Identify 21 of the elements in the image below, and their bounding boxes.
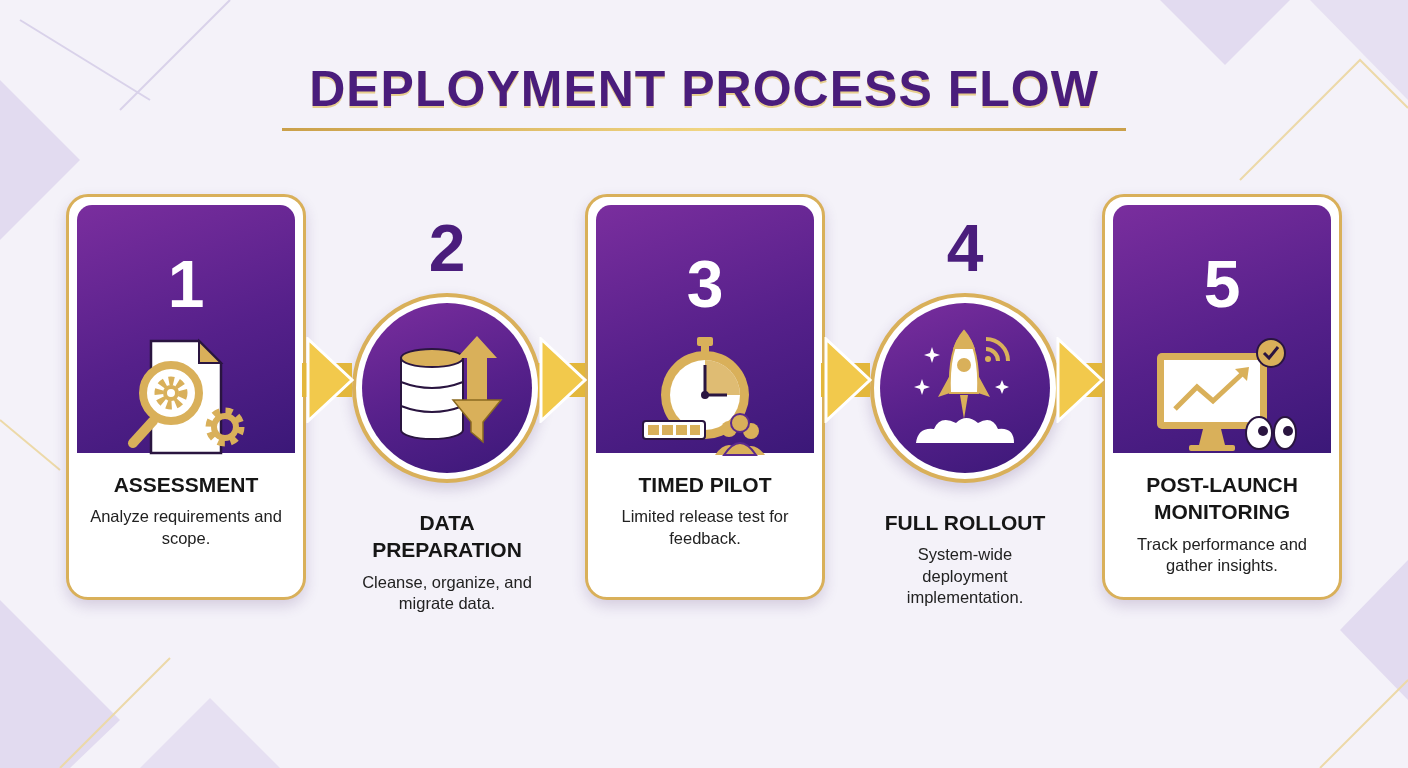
step-number: 2 xyxy=(428,215,466,281)
step-title: DATA PREPARATION xyxy=(371,510,523,564)
diagram-title: DEPLOYMENT PROCESS FLOW xyxy=(308,62,1100,117)
step-title: TIMED PILOT xyxy=(637,472,773,498)
step-number: 4 xyxy=(946,215,984,281)
step-title: ASSESSMENT xyxy=(112,472,260,498)
arrow xyxy=(538,337,587,423)
step-card xyxy=(585,194,825,600)
step-description: Cleanse, organize, and migrate data. xyxy=(361,571,533,615)
step-number: 3 xyxy=(686,251,724,317)
arrow xyxy=(1056,337,1104,423)
step-number: 5 xyxy=(1203,251,1241,317)
step-description: Analyze requirements and scope. xyxy=(89,506,283,549)
step-description: Track performance and gather insights. xyxy=(1136,533,1308,577)
step-description: Limited release test for feedback. xyxy=(620,506,790,549)
step-description: System-wide deployment implementation. xyxy=(905,544,1025,609)
step-number: 1 xyxy=(167,251,205,317)
step-title: POST-LAUNCH MONITORING xyxy=(1145,472,1299,526)
step-title: FULL ROLLOUT xyxy=(883,510,1047,536)
step-card xyxy=(66,194,306,600)
step-card xyxy=(1102,194,1342,600)
